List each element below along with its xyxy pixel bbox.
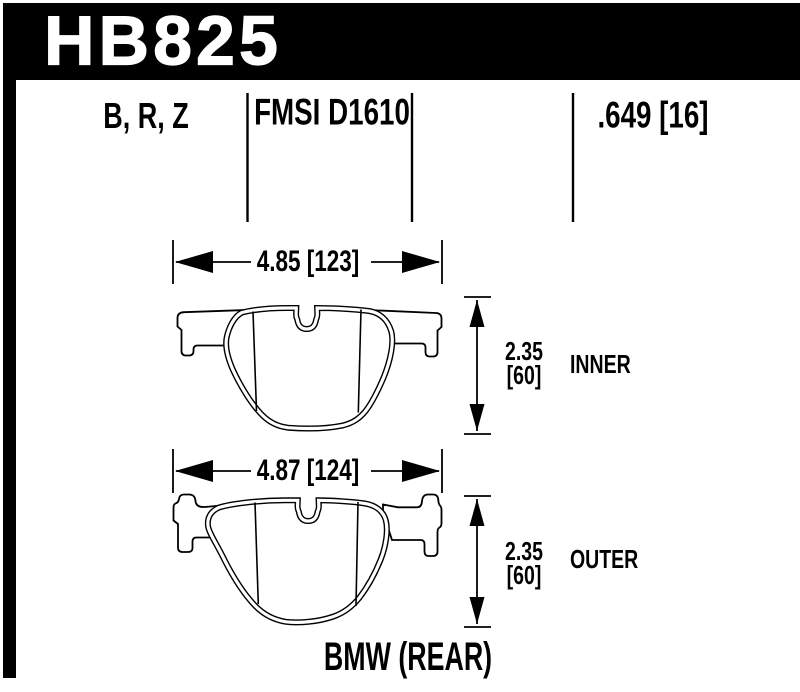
outer-pad-slot-right xyxy=(355,501,359,607)
inner-thickness-in: 2.35 xyxy=(505,336,543,366)
outer-position-label: OUTER xyxy=(570,543,639,574)
outer-thickness-mm: [60] xyxy=(506,559,542,590)
arrow-left-icon xyxy=(175,251,213,273)
arrow-left-icon xyxy=(175,460,213,482)
arrow-down-icon xyxy=(469,404,485,431)
outer-pad-backplate xyxy=(204,497,390,626)
fmsi-label: FMSI D1610 xyxy=(254,91,410,133)
outer-pad-slot-left xyxy=(254,502,260,605)
arrow-down-icon xyxy=(469,597,485,624)
outer-pad-right-ear xyxy=(382,493,443,557)
outer-thickness-in: 2.35 xyxy=(505,535,543,566)
outer-pad-drawing xyxy=(172,493,443,626)
outer-pad-friction-line xyxy=(206,498,389,624)
inner-position-label: INNER xyxy=(570,349,631,379)
outer-thickness-dimension xyxy=(464,495,491,628)
left-border-bar xyxy=(3,80,16,678)
inner-pad-friction-line xyxy=(224,306,394,431)
part-number-banner: HB825 xyxy=(3,3,800,80)
outer-width-dimension xyxy=(172,449,443,493)
inner-thickness-dimension xyxy=(464,296,491,435)
part-number: HB825 xyxy=(43,1,282,80)
arrow-up-icon xyxy=(469,499,485,526)
arrow-up-icon xyxy=(469,300,485,327)
compounds-label: B, R, Z xyxy=(103,95,189,136)
inner-pad-slot-right xyxy=(357,309,362,413)
inner-width-text: 4.85 [123] xyxy=(256,245,360,278)
application-label: BMW (REAR) xyxy=(323,635,493,679)
inner-pad-slot-left xyxy=(252,311,258,412)
outer-width-text: 4.87 [124] xyxy=(256,454,360,487)
arrow-right-icon xyxy=(402,251,440,273)
arrow-right-icon xyxy=(402,460,440,482)
inner-thickness-mm: [60] xyxy=(506,359,542,390)
inner-pad-drawing xyxy=(176,304,443,432)
pad-thickness-label: .649 [16] xyxy=(597,94,709,136)
column-dividers xyxy=(246,93,575,222)
inner-width-dimension xyxy=(172,240,443,284)
